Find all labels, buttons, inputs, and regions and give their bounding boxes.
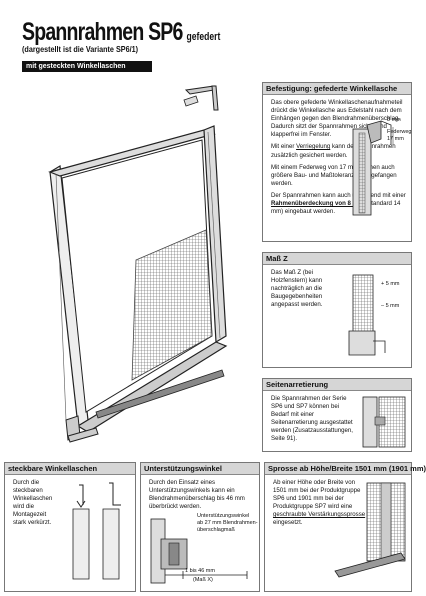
box-mass-z-text: Das Maß Z (bei Holzfenstern) kann nachtr… (271, 269, 323, 309)
befestigung-p4-post: (Standard 14 mm) eingebaut werden. (271, 200, 401, 216)
label-mass-x: (Maß X) (193, 577, 213, 583)
befestigung-p3: Mit einem Federweg von 17 mm können auch… (271, 163, 397, 187)
steckbare-winkellaschen-illustration (72, 482, 121, 580)
label-federweg: Federweg (387, 129, 412, 135)
rahmenueberdeckung-link[interactable]: Rahmenüberdeckung von 8 mm (271, 200, 364, 208)
page-subtitle: (dargestellt ist die Variante SP6/1) (22, 44, 139, 54)
label-ab27mm: ab 27 mm Blendrahmen- (197, 520, 258, 526)
label-ueberschlagmass: überschlagmaß (197, 527, 235, 533)
unterstuetzungswinkel-illustration (150, 518, 248, 584)
page-title-suffix: gefedert (186, 31, 221, 43)
box-seitenarretierung-text: Die Spannrahmen der Serie SP6 und SP7 kö… (271, 395, 353, 443)
box-befestigung-text: Das obere gefederte Winkellaschenaufnahm… (271, 99, 407, 220)
box-unterstuetzung-heading: Unterstützungswinkel (141, 463, 259, 475)
box-befestigung-heading: Befestigung: gefederte Winkellasche (263, 83, 411, 95)
befestigung-p2-pre: Mit einer (271, 143, 297, 151)
sprosse-text-pre: Ab einer Höhe oder Breite von 1501 mm be… (273, 479, 361, 511)
box-mass-z-heading: Maß Z (263, 253, 411, 265)
box-steckbare-winkellaschen: steckbare Winkellaschen Durch die steckb… (4, 462, 136, 592)
frame-profile (48, 125, 228, 433)
page-title-text: Spannrahmen SP6 (22, 18, 183, 46)
box-steckbare-text: Durch die steckbaren Winkellaschen wird … (13, 479, 53, 527)
sprosse-text-post: eingesetzt. (273, 519, 303, 527)
label-minus5: – 5 mm (381, 303, 400, 309)
befestigung-p1: Das obere gefederte Winkellaschenaufnahm… (271, 99, 403, 139)
label-8mm: 8 mm (387, 117, 401, 123)
box-mass-z: Maß Z Das Maß Z (bei Holzfenstern) kann … (262, 252, 412, 368)
box-befestigung: Befestigung: gefederte Winkellasche Das … (262, 82, 412, 242)
box-sprosse-text: Ab einer Höhe oder Breite von 1501 mm be… (273, 479, 369, 528)
sprosse-illustration (334, 482, 406, 578)
box-sprosse: Sprosse ab Höhe/Breite 1501 mm (1901 mm)… (264, 462, 426, 592)
label-plus5: + 5 mm (381, 281, 400, 287)
box-unterstuetzung-text: Durch den Einsatz eines Unterstützungswi… (149, 479, 245, 511)
variant-badge: mit gesteckten Winkellaschen (22, 61, 152, 72)
box-sprosse-heading: Sprosse ab Höhe/Breite 1501 mm (1901 mm) (265, 463, 426, 475)
corner-bracket-bottom-icon (65, 415, 99, 443)
label-17mm: 17 mm (387, 136, 404, 142)
corner-bracket-top-icon (183, 85, 219, 111)
label-unterstuetzungswinkel: Unterstützungswinkel (197, 513, 250, 519)
befestigung-p4: Der Spannrahmen kann auch umlaufend mit … (271, 192, 407, 216)
box-steckbare-heading: steckbare Winkellaschen (5, 463, 135, 475)
verstaerkungssprosse-link[interactable]: geschraubte Verstärkungssprosse (273, 511, 366, 519)
box-unterstuetzungswinkel: Unterstützungswinkel Durch den Einsatz e… (140, 462, 260, 592)
label-1-bis-46mm: 1 bis 46 mm (185, 568, 215, 574)
befestigung-detail-illustration (352, 120, 394, 216)
verriegelung-link[interactable]: Verriegelung (296, 143, 331, 151)
seitenarretierung-illustration (362, 396, 406, 448)
box-seitenarretierung: Seitenarretierung Die Spannrahmen der Se… (262, 378, 412, 452)
befestigung-p4-pre: Der Spannrahmen kann auch umlaufend mit … (271, 191, 406, 199)
mass-z-illustration (348, 274, 386, 356)
frame-illustration (48, 85, 228, 443)
box-seitenarretierung-heading: Seitenarretierung (263, 379, 411, 391)
